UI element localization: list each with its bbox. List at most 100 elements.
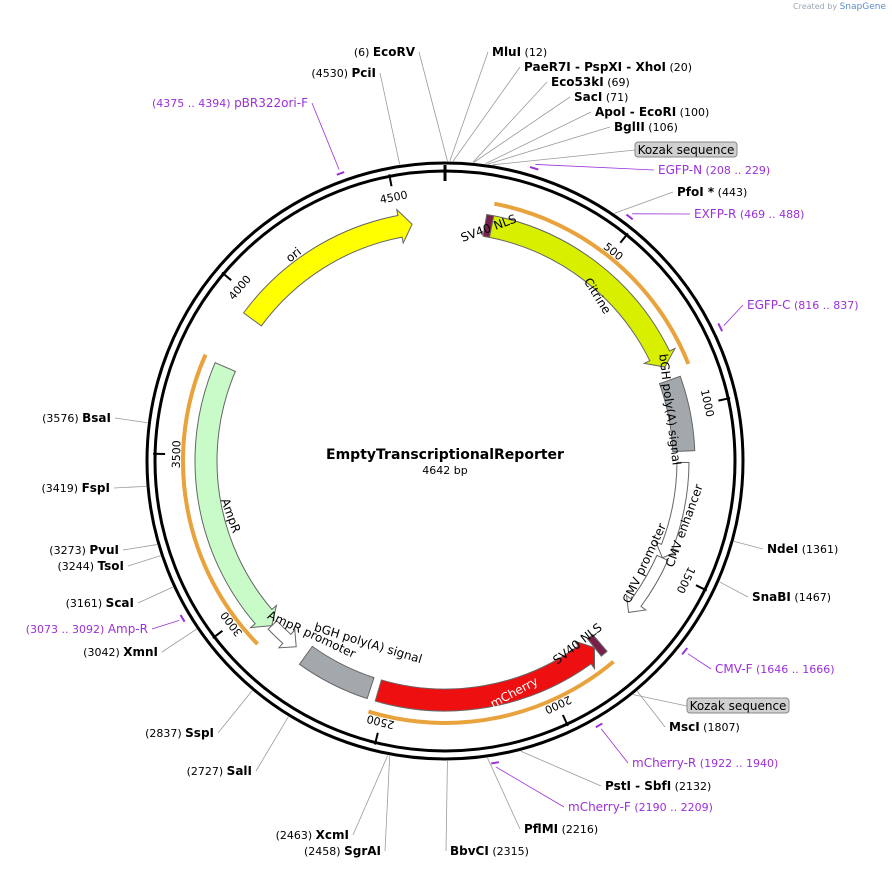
enzyme-leader-pvui xyxy=(122,544,157,551)
enzyme-bglii: BglII (106) xyxy=(614,120,678,134)
feature-ampr-9 xyxy=(194,362,278,629)
enzyme-eco53ki: Eco53kI (69) xyxy=(551,75,630,89)
primer-label-amp-r: (3073 .. 3092) Amp-R xyxy=(26,622,148,636)
primer-leader-egfp-n xyxy=(535,164,655,171)
enzyme-snabi: SnaBI (1467) xyxy=(752,590,831,604)
primer-mark-mcherry-r xyxy=(595,722,603,729)
plasmid-length: 4642 bp xyxy=(422,464,467,477)
enzyme-scai: (3161) ScaI xyxy=(66,596,134,610)
primer-marks: EGFP-N (208 .. 229)EXFP-R (469 .. 488)EG… xyxy=(26,96,859,814)
primer-mark-egfp-c xyxy=(717,322,724,332)
tick-label-4500: 4500 xyxy=(379,188,409,206)
snapgene-credit: Created by SnapGene xyxy=(793,2,886,12)
tick-label-1000: 1000 xyxy=(698,388,717,418)
enzyme-leader-snabi xyxy=(719,581,749,598)
enzyme-pfoi: PfoI * (443) xyxy=(677,185,747,199)
tick-2000 xyxy=(561,714,569,727)
primer-leader-pbr322ori-f xyxy=(311,102,340,170)
enzyme-leader-xcmi xyxy=(352,755,389,836)
kozak-box-1 xyxy=(686,697,790,714)
enzyme-bbvci: BbvCI (2315) xyxy=(450,844,529,858)
enzyme-paer7i-pspxi-xhoi: PaeR7I - PspXI - XhoI (20) xyxy=(524,60,692,74)
credit-prefix: Created by xyxy=(793,2,838,11)
enzyme-leader-eco53ki xyxy=(472,81,548,163)
enzyme-leader-saci xyxy=(473,96,571,163)
enzyme-leader-psti-sbfi xyxy=(520,750,602,787)
enzyme-saci: SacI (71) xyxy=(574,90,628,104)
tick-label-4000: 4000 xyxy=(226,273,254,303)
primer-label-egfp-n: EGFP-N (208 .. 229) xyxy=(658,163,770,177)
enzyme-bsai: (3576) BsaI xyxy=(42,411,111,425)
enzyme-pcii: (4530) PciI xyxy=(311,66,376,80)
enzyme-fspi: (3419) FspI xyxy=(42,481,110,495)
enzyme-leader-bglii xyxy=(487,126,611,165)
enzyme-leader-sali xyxy=(255,716,289,772)
enzyme-leader-msci xyxy=(636,691,666,728)
site-labels: (6) EcoRV MluI (12)PaeR7I - PspXI - XhoI … xyxy=(42,45,839,858)
feature-sv40-nls-5 xyxy=(586,633,608,657)
enzyme-leader-sgrai xyxy=(384,755,391,852)
feature-ori-10 xyxy=(242,208,413,327)
primer-label-egfp-c: EGFP-C (816 .. 837) xyxy=(747,298,859,312)
tick-500 xyxy=(619,232,629,244)
primer-mark-egfp-n xyxy=(529,166,539,171)
primer-mark-exfp-r xyxy=(625,213,634,221)
enzyme-pvui: (3273) PvuI xyxy=(49,543,119,557)
tick-4000 xyxy=(221,271,232,281)
enzyme-ndei: NdeI (1361) xyxy=(767,542,838,556)
primer-leader-mcherry-r xyxy=(600,728,629,764)
snapgene-logo: SnapGene xyxy=(839,2,886,12)
enzyme-leader-bsai xyxy=(114,417,148,424)
primer-leader-mcherry-f xyxy=(495,766,565,808)
enzyme-leader-pfoi xyxy=(614,191,674,214)
primer-label-mcherry-r: mCherry-R (1922 .. 1940) xyxy=(632,756,778,770)
enzyme-xmni: (3042) XmnI xyxy=(83,645,158,659)
orf-outline-0 xyxy=(493,201,691,365)
enzyme-sali: (2727) SalI xyxy=(187,764,252,778)
enzyme-leader-ndei xyxy=(733,541,764,550)
primer-leader-cmv-f xyxy=(687,653,712,670)
orf-outline-2 xyxy=(181,353,259,646)
enzyme-leader-sspi xyxy=(217,690,253,734)
kozak-leader-0 xyxy=(492,149,636,166)
enzyme-leader-ecorv xyxy=(418,51,448,162)
feature-cmv-enhancer-3 xyxy=(654,461,690,559)
label-leader-lines xyxy=(113,51,764,852)
primer-mark-cmv-f xyxy=(681,647,689,656)
kozak-leader-1 xyxy=(633,694,688,707)
enzyme-psti-sbfi: PstI - SbfI (2132) xyxy=(605,779,711,793)
primer-mark-mcherry-f xyxy=(491,761,500,765)
enzyme-sspi: (2837) SspI xyxy=(145,726,214,740)
tick-1500 xyxy=(695,584,708,592)
kozak-box-0 xyxy=(634,141,738,158)
tick-label-1500: 1500 xyxy=(674,565,698,596)
enzyme-mlui: MluI (12) xyxy=(492,45,547,59)
plasmid-name: EmptyTranscriptionalReporter xyxy=(326,447,564,463)
enzyme-xcmi: (2463) XcmI xyxy=(276,828,349,842)
primer-mark-pbr322ori-f xyxy=(336,171,345,176)
feature-bgh-poly-a-signal-2 xyxy=(658,375,696,453)
tick-4500 xyxy=(388,174,393,187)
orf-outline-1 xyxy=(367,660,615,725)
feature-ampr-promoter-8 xyxy=(267,620,297,649)
enzyme-leader-paer7i-pspxi-xhoi xyxy=(452,66,521,162)
enzyme-tsoi: (3244) TsoI xyxy=(57,559,124,573)
enzyme-leader-bbvci xyxy=(445,760,448,852)
tick-2500 xyxy=(373,732,379,745)
backbone-outer xyxy=(145,161,745,761)
tick-1000 xyxy=(718,397,731,402)
tick-3000 xyxy=(212,630,223,639)
feature-cmv-promoter-4 xyxy=(625,554,669,613)
primer-label-mcherry-f: mCherry-F (2190 .. 2209) xyxy=(568,800,713,814)
primer-label-pbr322ori-f: (4375 .. 4394) pBR322ori-F xyxy=(152,96,308,110)
feature-mcherry-6 xyxy=(374,640,596,712)
enzyme-leader-tsoi xyxy=(127,555,161,567)
enzyme-leader-scai xyxy=(137,586,173,604)
enzyme-pflmi: PflMI (2216) xyxy=(524,822,598,836)
enzyme-leader-mlui xyxy=(449,51,489,162)
enzyme-apoi-ecori: ApoI - EcoRI (100) xyxy=(595,105,709,119)
feature-citrine-1 xyxy=(488,215,677,368)
feature-bgh-poly-a-signal-7 xyxy=(298,645,375,700)
enzyme-ecorv: (6) EcoRV xyxy=(354,45,416,59)
